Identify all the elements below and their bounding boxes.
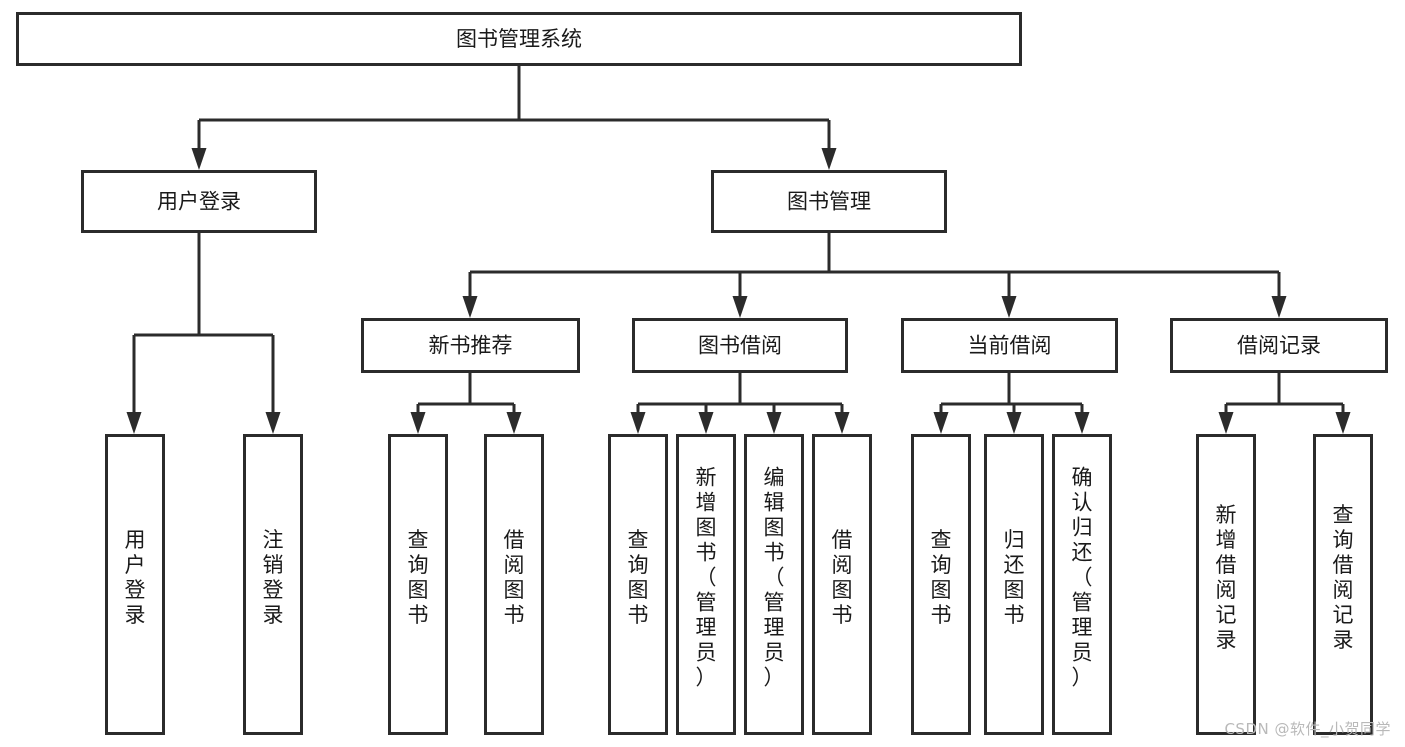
- arrowhead-icon: [191, 148, 207, 170]
- node-label: 新增图书（管理员）: [696, 466, 717, 690]
- connector-group: [630, 373, 850, 434]
- arrowhead-icon: [1271, 296, 1287, 318]
- node-box[interactable]: [484, 434, 544, 735]
- node-label: 图书借阅: [698, 334, 782, 358]
- arrowhead-icon: [1001, 296, 1017, 318]
- connector-group: [410, 373, 522, 434]
- arrowhead-icon: [732, 296, 748, 318]
- node-box[interactable]: [1170, 318, 1388, 373]
- node-box[interactable]: [676, 434, 736, 735]
- arrowhead-icon: [1006, 412, 1022, 434]
- connector-group: [462, 233, 1287, 318]
- node-leaf-borrow-query[interactable]: 查询图书: [608, 434, 668, 735]
- connector-layer: [126, 66, 1351, 434]
- node-leaf-current-confirm[interactable]: 确认归还（管理员）: [1052, 434, 1112, 735]
- arrowhead-icon: [462, 296, 478, 318]
- node-box[interactable]: [984, 434, 1044, 735]
- node-box[interactable]: [632, 318, 848, 373]
- node-l1-book[interactable]: 图书管理: [711, 170, 947, 233]
- node-leaf-borrow-borrow[interactable]: 借阅图书: [812, 434, 872, 735]
- node-l2-record[interactable]: 借阅记录: [1170, 318, 1388, 373]
- arrowhead-icon: [1218, 412, 1234, 434]
- arrowhead-icon: [766, 412, 782, 434]
- arrowhead-icon: [821, 148, 837, 170]
- node-box[interactable]: [16, 12, 1022, 66]
- node-label: 用户登录: [125, 528, 146, 627]
- node-label: 新增借阅记录: [1216, 503, 1237, 652]
- node-label: 用户登录: [157, 190, 241, 214]
- node-box[interactable]: [105, 434, 165, 735]
- node-leaf-new-query[interactable]: 查询图书: [388, 434, 448, 735]
- node-leaf-user-login[interactable]: 用户登录: [105, 434, 165, 735]
- node-label: 当前借阅: [968, 334, 1052, 358]
- connector-group: [933, 373, 1090, 434]
- node-box[interactable]: [1052, 434, 1112, 735]
- node-label: 查询图书: [408, 528, 429, 627]
- node-label: 归还图书: [1004, 528, 1025, 627]
- node-l2-borrow[interactable]: 图书借阅: [632, 318, 848, 373]
- node-label: 借阅记录: [1237, 334, 1321, 358]
- node-box[interactable]: [1196, 434, 1256, 735]
- watermark-label: CSDN @软件_小贺同学: [1224, 720, 1391, 738]
- node-label: 借阅图书: [832, 528, 853, 627]
- arrowhead-icon: [265, 412, 281, 434]
- node-leaf-current-query[interactable]: 查询图书: [911, 434, 971, 735]
- connector-group: [1218, 373, 1351, 434]
- node-leaf-borrow-edit[interactable]: 编辑图书（管理员）: [744, 434, 804, 735]
- node-leaf-record-query[interactable]: 查询借阅记录: [1313, 434, 1373, 735]
- arrowhead-icon: [933, 412, 949, 434]
- node-root[interactable]: 图书管理系统: [16, 12, 1022, 66]
- node-leaf-record-add[interactable]: 新增借阅记录: [1196, 434, 1256, 735]
- node-leaf-borrow-add[interactable]: 新增图书（管理员）: [676, 434, 736, 735]
- arrowhead-icon: [126, 412, 142, 434]
- node-box[interactable]: [608, 434, 668, 735]
- node-box[interactable]: [243, 434, 303, 735]
- node-layer: 图书管理系统用户登录图书管理新书推荐图书借阅当前借阅借阅记录用户登录注销登录查询…: [16, 12, 1388, 735]
- arrowhead-icon: [698, 412, 714, 434]
- arrowhead-icon: [410, 412, 426, 434]
- node-box[interactable]: [812, 434, 872, 735]
- node-label: 查询图书: [628, 528, 649, 627]
- node-leaf-current-return[interactable]: 归还图书: [984, 434, 1044, 735]
- arrowhead-icon: [630, 412, 646, 434]
- node-box[interactable]: [1313, 434, 1373, 735]
- node-l2-new[interactable]: 新书推荐: [361, 318, 580, 373]
- node-l2-current[interactable]: 当前借阅: [901, 318, 1118, 373]
- node-box[interactable]: [744, 434, 804, 735]
- node-label: 编辑图书（管理员）: [764, 466, 785, 690]
- node-box[interactable]: [81, 170, 317, 233]
- node-label: 查询借阅记录: [1333, 503, 1354, 652]
- node-label: 查询图书: [931, 528, 952, 627]
- node-label: 借阅图书: [504, 528, 525, 627]
- node-box[interactable]: [911, 434, 971, 735]
- node-leaf-new-borrow[interactable]: 借阅图书: [484, 434, 544, 735]
- arrowhead-icon: [506, 412, 522, 434]
- node-box[interactable]: [361, 318, 580, 373]
- node-label: 图书管理: [787, 190, 871, 214]
- node-leaf-user-logout[interactable]: 注销登录: [243, 434, 303, 735]
- arrowhead-icon: [834, 412, 850, 434]
- node-label: 图书管理系统: [456, 27, 582, 51]
- connector-group: [126, 233, 281, 434]
- connector-group: [191, 66, 837, 170]
- node-box[interactable]: [711, 170, 947, 233]
- arrowhead-icon: [1335, 412, 1351, 434]
- node-box[interactable]: [388, 434, 448, 735]
- node-l1-user[interactable]: 用户登录: [81, 170, 317, 233]
- node-label: 新书推荐: [429, 334, 513, 358]
- arrowhead-icon: [1074, 412, 1090, 434]
- node-label: 注销登录: [263, 528, 284, 627]
- node-box[interactable]: [901, 318, 1118, 373]
- node-label: 确认归还（管理员）: [1072, 466, 1093, 690]
